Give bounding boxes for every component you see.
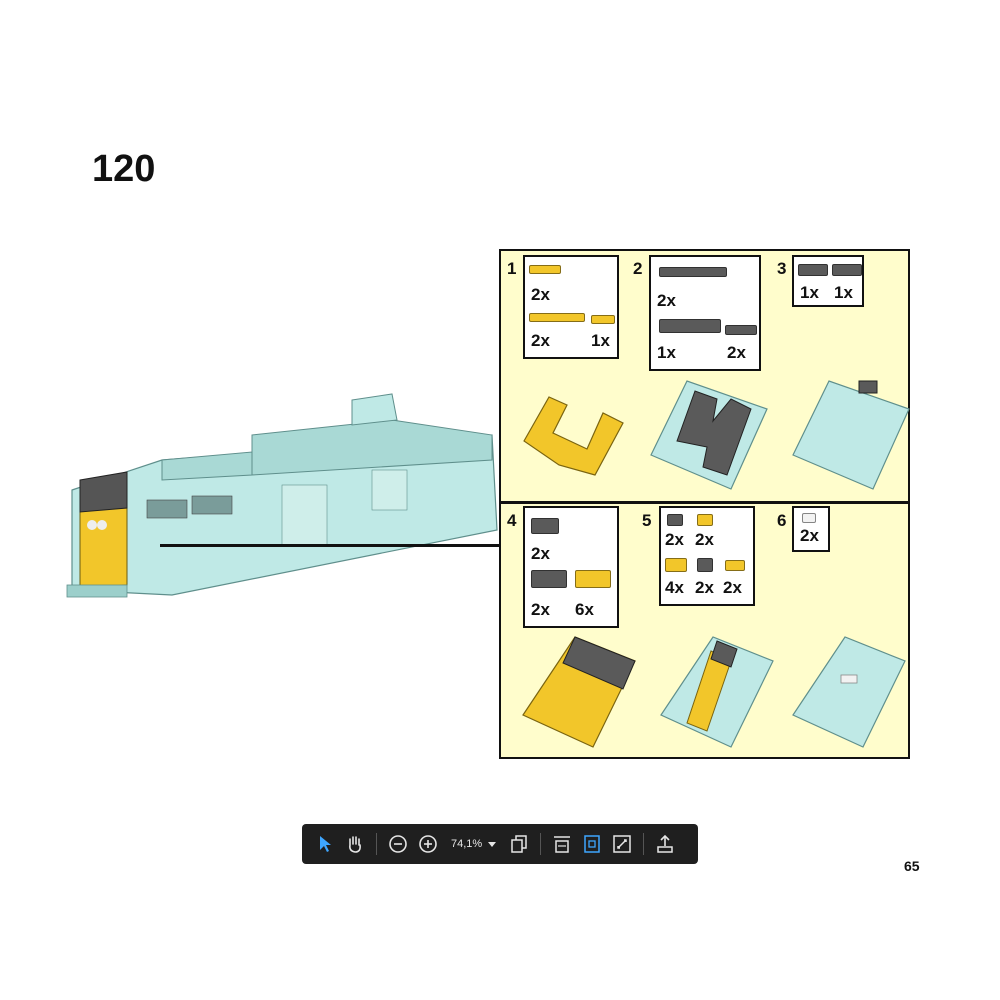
part-quantity: 2x [727, 343, 746, 362]
page-view-icon[interactable] [506, 831, 532, 857]
substep-number-4: 4 [507, 511, 517, 530]
zoom-in-icon[interactable] [415, 831, 441, 857]
parts-list-6: 2x [792, 506, 830, 552]
part-quantity: 6x [575, 600, 594, 619]
parts-list-3: 1x 1x [792, 255, 864, 307]
substep-number-1: 1 [507, 259, 517, 278]
zoom-level[interactable]: 74,1% [451, 838, 483, 850]
substep-3-assembly [792, 380, 910, 490]
substep-number-3: 3 [777, 259, 787, 278]
substep-panel: 1 2x 2x 1x 2 2x 1x 2x 3 1x 1x 4 2x [499, 249, 910, 759]
toolbar-separator [376, 833, 377, 855]
substep-number-6: 6 [777, 511, 787, 530]
yellow-plate-part [591, 315, 615, 324]
part-quantity: 4x [665, 578, 684, 597]
fit-page-icon[interactable] [579, 831, 605, 857]
dark-gray-slope-part [531, 518, 559, 534]
yellow-slope-part [575, 570, 611, 588]
yellow-plate-part [529, 265, 561, 274]
locomotive-model-illustration [66, 393, 498, 598]
parts-list-1: 2x 2x 1x [523, 255, 619, 359]
callout-line [160, 544, 500, 547]
part-quantity: 2x [695, 530, 714, 549]
substep-2-assembly [650, 380, 768, 490]
select-cursor-icon[interactable] [312, 831, 338, 857]
dark-gray-slope-part [697, 558, 713, 572]
substep-number-2: 2 [633, 259, 643, 278]
part-quantity: 1x [800, 283, 819, 302]
part-quantity: 2x [665, 530, 684, 549]
part-quantity: 2x [531, 600, 550, 619]
part-quantity: 2x [531, 544, 550, 563]
substep-4-assembly [522, 636, 636, 748]
substep-5-assembly [660, 636, 774, 748]
dark-gray-slope-part [667, 514, 683, 526]
dark-gray-slope-part [531, 570, 567, 588]
viewer-toolbar: 74,1% [302, 824, 698, 864]
substep-1-assembly [523, 396, 624, 476]
yellow-plate-part [529, 313, 585, 322]
dark-gray-plate-part [798, 264, 828, 276]
parts-list-4: 2x 2x 6x [523, 506, 619, 628]
part-quantity: 2x [800, 526, 819, 545]
dark-gray-plate-part [832, 264, 862, 276]
white-tile-part [802, 513, 816, 523]
part-quantity: 2x [531, 331, 550, 350]
part-quantity: 1x [834, 283, 853, 302]
part-quantity: 2x [657, 291, 676, 310]
toolbar-separator [643, 833, 645, 855]
yellow-plate-part [725, 560, 745, 571]
fit-width-icon[interactable] [549, 831, 575, 857]
zoom-out-icon[interactable] [385, 831, 411, 857]
part-quantity: 2x [531, 285, 550, 304]
part-quantity: 2x [695, 578, 714, 597]
toolbar-separator [540, 833, 542, 855]
yellow-slope-part [665, 558, 687, 572]
export-icon[interactable] [652, 831, 678, 857]
hand-tool-icon[interactable] [342, 831, 368, 857]
zoom-dropdown-icon[interactable] [488, 841, 497, 847]
parts-list-2: 2x 1x 2x [649, 255, 761, 371]
dark-gray-plate-part [659, 319, 721, 333]
dark-gray-plate-part [725, 325, 757, 335]
dark-gray-plate-part [659, 267, 727, 277]
part-quantity: 1x [591, 331, 610, 350]
part-quantity: 2x [723, 578, 742, 597]
yellow-slope-part [697, 514, 713, 526]
parts-list-5: 2x 2x 4x 2x 2x [659, 506, 755, 606]
step-number: 120 [92, 148, 156, 190]
fullscreen-icon[interactable] [609, 831, 635, 857]
part-quantity: 1x [657, 343, 676, 362]
page-number: 65 [904, 858, 920, 874]
substep-divider [501, 501, 908, 504]
substep-6-assembly [792, 636, 906, 748]
substep-number-5: 5 [642, 511, 652, 530]
